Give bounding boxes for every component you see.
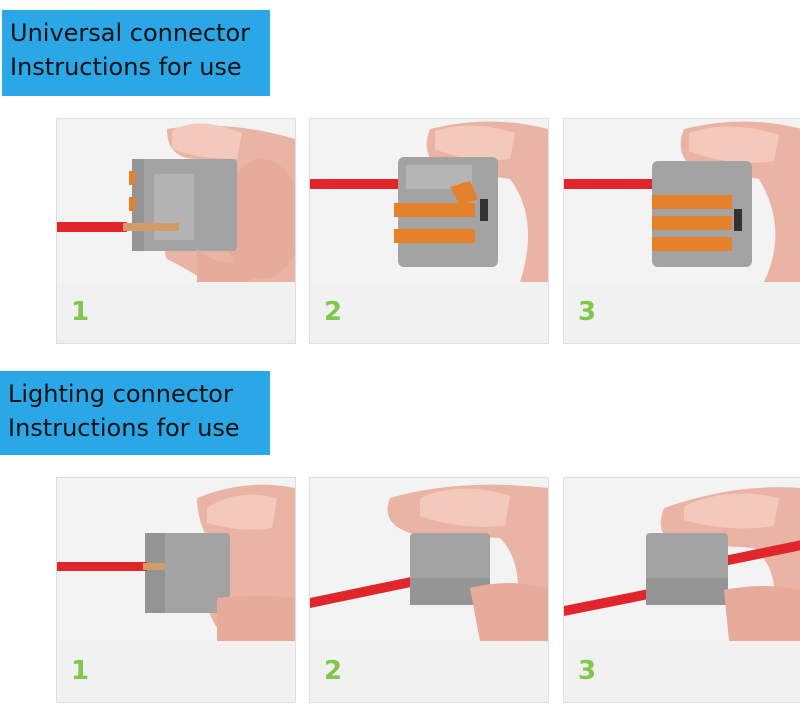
- lighting-connector-banner: Lighting connector Instructions for use: [0, 371, 270, 455]
- lighting-step-3-panel: 3: [563, 477, 800, 703]
- lighting-step-3-photo: [564, 478, 800, 641]
- universal-step-3-panel: 3: [563, 118, 800, 344]
- step-number: 2: [324, 297, 343, 327]
- universal-step-2-photo: [310, 119, 548, 282]
- banner-title-line1: Universal connector: [10, 19, 251, 47]
- universal-step-1-photo: [57, 119, 295, 282]
- step-number: 3: [578, 656, 597, 686]
- lighting-step-2-photo: [310, 478, 548, 641]
- step-number: 1: [71, 656, 90, 686]
- banner-title-line2: Instructions for use: [10, 53, 242, 81]
- universal-step-3-photo: [564, 119, 800, 282]
- universal-connector-banner: Universal connector Instructions for use: [2, 10, 270, 96]
- banner-title-line2: Instructions for use: [8, 414, 240, 442]
- lighting-step-2-panel: 2: [309, 477, 549, 703]
- banner-title-line1: Lighting connector: [8, 380, 233, 408]
- step-number: 1: [71, 297, 90, 327]
- lighting-step-1-panel: 1: [56, 477, 296, 703]
- step-number: 2: [324, 656, 343, 686]
- step-number: 3: [578, 297, 597, 327]
- universal-step-2-panel: 2: [309, 118, 549, 344]
- lighting-step-1-photo: [57, 478, 295, 641]
- universal-step-1-panel: 1: [56, 118, 296, 344]
